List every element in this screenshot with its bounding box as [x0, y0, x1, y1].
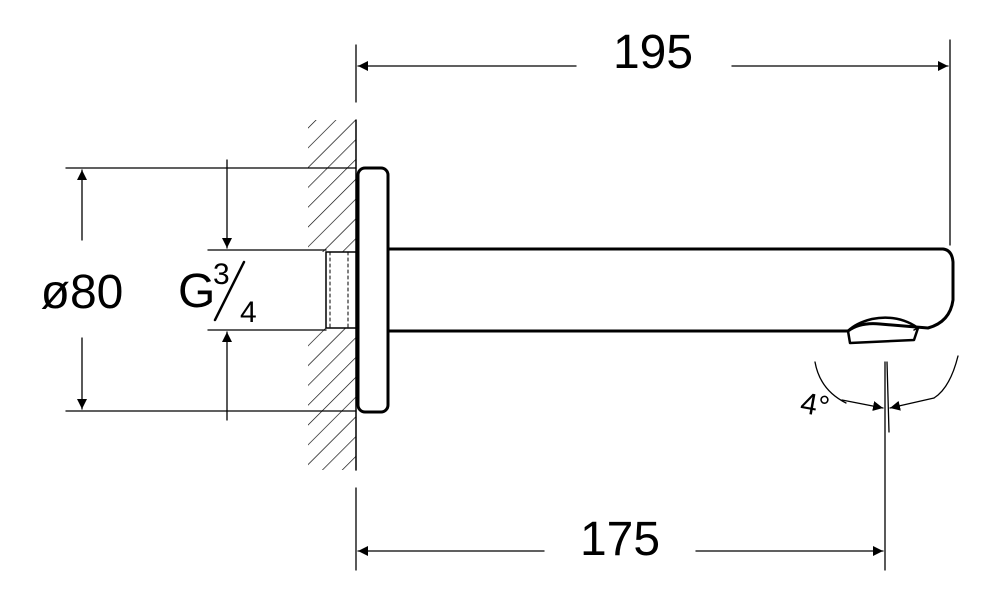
dimension-flange-diameter: ø80	[41, 169, 124, 410]
spout-outlet	[846, 316, 920, 345]
extension-lines	[65, 39, 951, 571]
dimension-overall-length-label: 195	[613, 26, 693, 79]
dimension-projection: 175	[357, 513, 884, 566]
dimension-projection-label: 175	[580, 513, 660, 566]
wall-flange	[356, 166, 390, 414]
dimension-thread-letter: G	[178, 265, 215, 318]
thread-connector	[325, 251, 357, 329]
dimension-thread: G 3 4	[178, 159, 257, 421]
dimension-flange-diameter-label: ø80	[41, 266, 124, 319]
dimension-spout-angle: 4°	[798, 355, 959, 424]
wall-section	[308, 119, 357, 471]
dimension-thread-denominator: 4	[240, 296, 257, 329]
dimension-thread-numerator: 3	[213, 258, 230, 291]
spout-body	[386, 247, 955, 333]
dimension-overall-length: 195	[357, 26, 949, 79]
dimension-spout-angle-label: 4°	[798, 387, 832, 424]
